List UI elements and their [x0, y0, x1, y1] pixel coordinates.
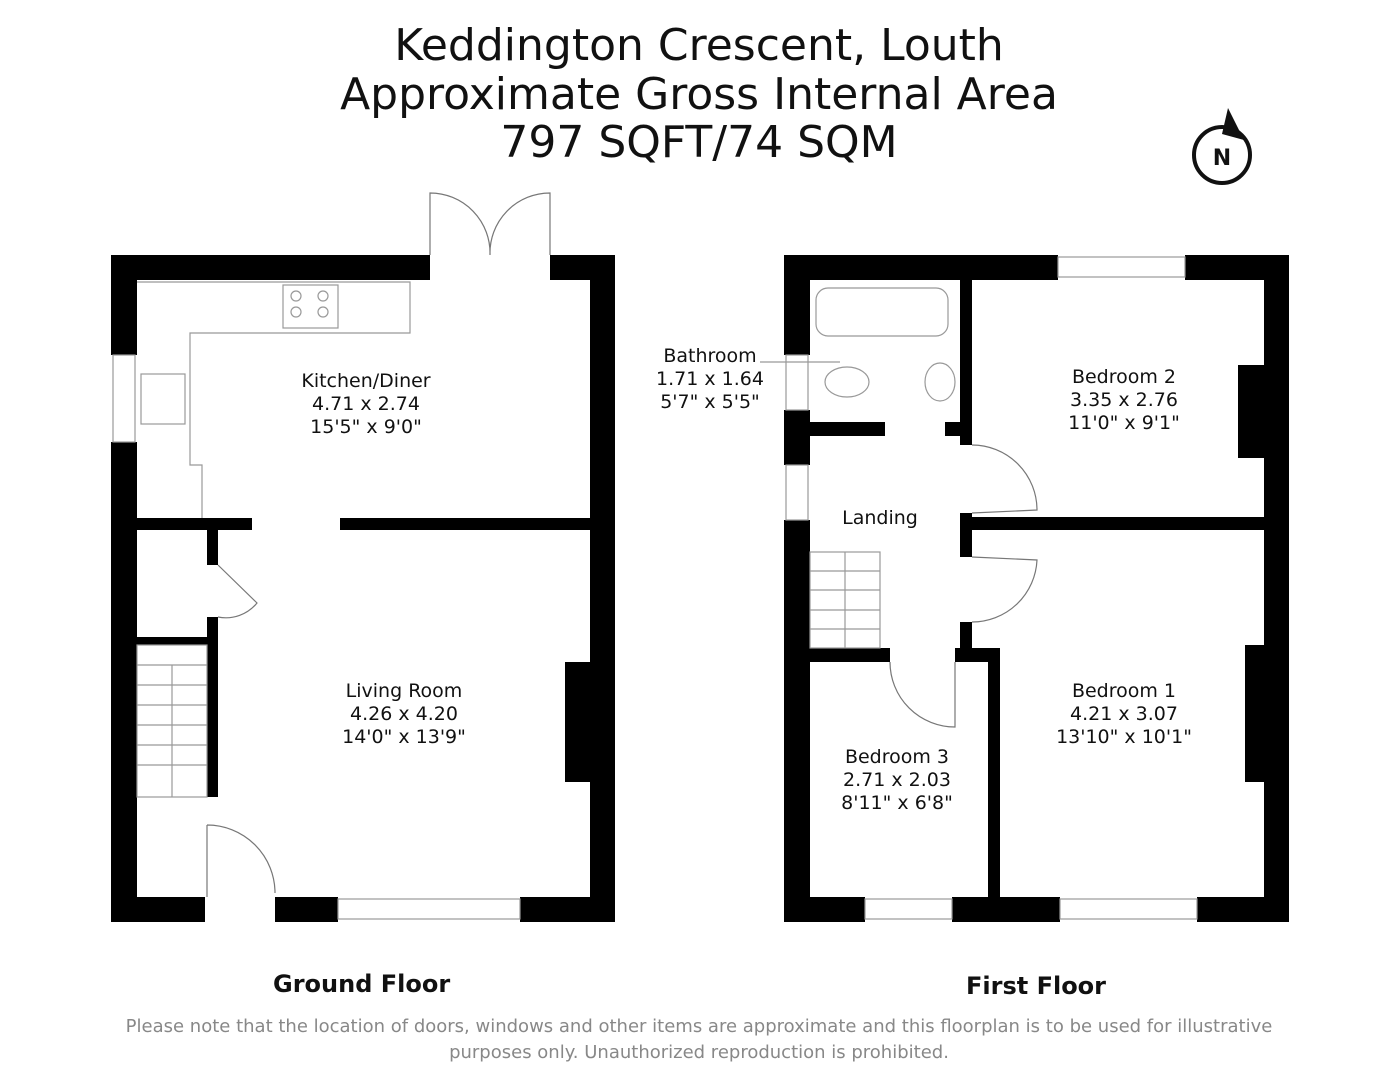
wall [520, 897, 615, 922]
window [785, 354, 809, 411]
room-bedroom-2: Bedroom 2 3.35 x 2.76 11'0" x 9'1" [1068, 366, 1180, 434]
door [889, 661, 956, 728]
window [785, 464, 809, 521]
wall [111, 897, 205, 922]
sink-icon [140, 373, 186, 425]
wall [972, 517, 1264, 530]
svg-text:4.21 x 3.07: 4.21 x 3.07 [1070, 703, 1178, 725]
wall [784, 520, 810, 922]
svg-text:Bedroom 2: Bedroom 2 [1072, 366, 1176, 388]
wall [810, 422, 885, 436]
wall [340, 518, 590, 530]
wall [988, 648, 1000, 897]
basin-icon [924, 362, 956, 402]
svg-text:1.71 x 1.64: 1.71 x 1.64 [656, 368, 764, 390]
svg-text:8'11" x 6'8": 8'11" x 6'8" [841, 792, 953, 814]
window [1059, 898, 1198, 920]
wall [111, 255, 137, 355]
room-bedroom-3: Bedroom 3 2.71 x 2.03 8'11" x 6'8" [841, 746, 953, 814]
wall [1264, 255, 1289, 922]
wall [960, 513, 972, 557]
svg-text:14'0" x 13'9": 14'0" x 13'9" [342, 726, 466, 748]
disclaimer: Please note that the location of doors, … [0, 1014, 1398, 1066]
door [217, 564, 258, 619]
fixtures [112, 192, 1198, 920]
front-door [206, 824, 276, 897]
svg-text:15'5" x 9'0": 15'5" x 9'0" [310, 416, 422, 438]
wall [952, 897, 1060, 922]
wall [945, 422, 972, 436]
svg-text:11'0" x 9'1": 11'0" x 9'1" [1068, 412, 1180, 434]
stairs-first [809, 551, 881, 649]
toilet-icon [824, 366, 870, 398]
room-kitchen-diner: Kitchen/Diner 4.71 x 2.74 15'5" x 9'0" [301, 370, 430, 438]
window [864, 898, 953, 920]
walls [111, 255, 1289, 922]
wall [275, 897, 338, 922]
property-address: Keddington Crescent, Louth [394, 20, 1004, 71]
svg-text:5'7" x 5'5": 5'7" x 5'5" [660, 391, 760, 413]
window [337, 898, 521, 920]
svg-text:2.71 x 2.03: 2.71 x 2.03 [843, 769, 951, 791]
wall [784, 255, 810, 355]
ground-floor-label: Ground Floor [273, 970, 451, 998]
compass-letter: N [1213, 146, 1231, 171]
wall [784, 410, 810, 465]
wall [137, 518, 252, 530]
stairs-ground [136, 644, 208, 798]
room-bedroom-1: Bedroom 1 4.21 x 3.07 13'10" x 10'1" [1056, 680, 1192, 748]
wall [590, 255, 615, 922]
wall [1245, 645, 1264, 782]
wall [810, 648, 890, 662]
disclaimer-line-1: Please note that the location of doors, … [125, 1016, 1273, 1037]
hob-icon [282, 284, 339, 329]
svg-text:4.26 x 4.20: 4.26 x 4.20 [350, 703, 458, 725]
room-bathroom: Bathroom 1.71 x 1.64 5'7" x 5'5" [656, 345, 764, 413]
wall [137, 637, 207, 645]
wall [111, 255, 430, 280]
bath-icon [815, 287, 949, 337]
area-subtitle: Approximate Gross Internal Area [340, 69, 1058, 120]
kitchen-worktop [137, 281, 411, 518]
svg-text:Living Room: Living Room [346, 680, 463, 702]
north-arrow-icon: N [1192, 108, 1252, 185]
svg-text:3.35 x 2.76: 3.35 x 2.76 [1070, 389, 1178, 411]
svg-text:Landing: Landing [842, 507, 918, 529]
wall [565, 662, 590, 782]
french-doors [429, 192, 551, 256]
svg-text:Bedroom 3: Bedroom 3 [845, 746, 949, 768]
wall [111, 442, 137, 922]
wall [784, 897, 865, 922]
window [112, 354, 136, 443]
svg-text:Kitchen/Diner: Kitchen/Diner [301, 370, 430, 392]
door [971, 444, 1038, 623]
svg-text:13'10" x 10'1": 13'10" x 10'1" [1056, 726, 1192, 748]
room-landing: Landing [842, 507, 918, 529]
wall [960, 280, 972, 445]
svg-text:Bathroom: Bathroom [663, 345, 756, 367]
first-floor-label: First Floor [966, 972, 1107, 1000]
svg-text:4.71 x 2.74: 4.71 x 2.74 [312, 393, 420, 415]
svg-text:Bedroom 1: Bedroom 1 [1072, 680, 1176, 702]
room-living-room: Living Room 4.26 x 4.20 14'0" x 13'9" [342, 680, 466, 748]
total-area: 797 SQFT/74 SQM [500, 117, 898, 168]
wall [207, 617, 218, 797]
wall [1197, 897, 1289, 922]
wall [1238, 365, 1264, 458]
window [1057, 256, 1186, 278]
disclaimer-line-2: purposes only. Unauthorized reproduction… [449, 1042, 949, 1063]
wall [784, 255, 1058, 280]
wall [207, 530, 218, 565]
